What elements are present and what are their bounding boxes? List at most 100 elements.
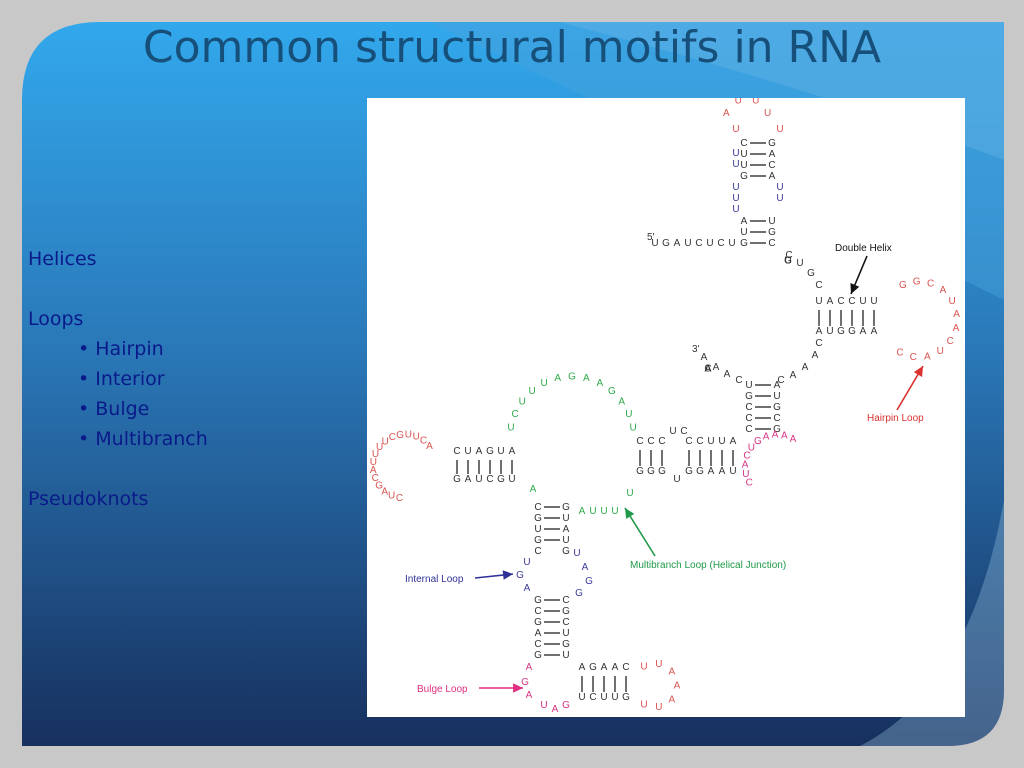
hairpin-loop-nucleotide: G [396, 430, 404, 441]
stem-nucleotide: C [768, 160, 775, 171]
base-pair-layer [456, 142, 875, 692]
stem-nucleotide: C [815, 280, 822, 291]
bullet-dot: • [78, 428, 90, 450]
helix-nucleotide: A [730, 436, 737, 447]
multibranch-loop-nucleotide: U [507, 423, 514, 434]
helix-nucleotide: G [453, 474, 461, 485]
five-prime-label: 5' [647, 232, 655, 243]
multibranch-loop-nucleotide: U [626, 488, 633, 499]
bulge-loop-nucleotide: A [526, 690, 533, 701]
nucleotide: C [735, 375, 742, 386]
internal-loop-nucleotide: U [573, 548, 580, 559]
helix-nucleotide: U [870, 296, 877, 307]
helix-nucleotide: C [745, 402, 752, 413]
helix-nucleotide: A [774, 380, 781, 391]
helix-nucleotide: C [534, 639, 541, 650]
three-prime-tail-nucleotide: A [705, 364, 712, 375]
helix-nucleotide: U [729, 466, 736, 477]
helix-nucleotide: A [816, 326, 823, 337]
stem-nucleotide: A [812, 350, 819, 361]
hairpin-loop-nucleotide: U [776, 124, 783, 135]
multibranch-loop-nucleotide: A [583, 373, 590, 384]
helix-nucleotide: U [826, 326, 833, 337]
helix-nucleotide: A [871, 326, 878, 337]
internal-loop-nucleotide: G [575, 588, 583, 599]
stem-nucleotide: G [807, 268, 815, 279]
bullet-dot: • [78, 368, 90, 390]
hairpin-loop-nucleotide: C [389, 432, 396, 443]
hairpin-loop-nucleotide: U [948, 296, 955, 307]
hairpin-loop-nucleotide: U [764, 108, 771, 119]
stem-nucleotide: U [740, 149, 747, 160]
slide-title: Common structural motifs in RNA [142, 22, 882, 73]
helix-nucleotide: G [837, 326, 845, 337]
helix-nucleotide: G [562, 546, 570, 557]
stem-nucleotide: U [740, 227, 747, 238]
stem-nucleotide: C [768, 238, 775, 249]
stem-nucleotide: A [769, 171, 776, 182]
double-helix-arrow [850, 255, 868, 295]
bullet-interior: • Interior [28, 364, 208, 394]
bulge-loop-nucleotide: U [742, 469, 749, 480]
helix-nucleotide: G [773, 424, 781, 435]
helix-nucleotide: A [612, 662, 619, 673]
bulge-loop-nucleotide: U [540, 700, 547, 711]
bullet-loops: Loops [28, 308, 84, 330]
five-prime-tail-nucleotide: G [662, 238, 670, 249]
helix-nucleotide: G [534, 513, 542, 524]
bullet-helices: Helices [28, 248, 97, 270]
stem-nucleotide: C [784, 256, 791, 267]
bulge-loop-nucleotide: A [742, 460, 749, 471]
multibranch-loop-nucleotide: A [596, 378, 603, 389]
multibranch-loop-nucleotide: C [511, 409, 518, 420]
helix-nucleotide: G [486, 446, 494, 457]
helix-nucleotide: U [534, 524, 541, 535]
hairpin-loop-nucleotide: U [388, 491, 395, 502]
hairpin-loop-nucleotide: U [376, 442, 383, 453]
helix-nucleotide: C [636, 436, 643, 447]
helix-nucleotide: U [562, 513, 569, 524]
helix-nucleotide: U [562, 535, 569, 546]
helix-nucleotide: G [696, 466, 704, 477]
hairpin-loop-nucleotide: G [375, 480, 383, 491]
helix-nucleotide: G [534, 595, 542, 606]
five-prime-tail-nucleotide: C [695, 238, 702, 249]
stem-nucleotide: C [785, 250, 792, 261]
helix-nucleotide: G [562, 502, 570, 513]
helix-nucleotide: G [497, 474, 505, 485]
hairpin-loop-nucleotide: U [732, 124, 739, 135]
helix-nucleotide: G [658, 466, 666, 477]
helix-nucleotide: C [562, 595, 569, 606]
five-prime-tail-nucleotide: A [674, 238, 681, 249]
hairpin-loop-nucleotide: C [396, 493, 403, 504]
helix-nucleotide: U [562, 628, 569, 639]
multibranch-loop-nucleotide: G [608, 386, 616, 397]
bulge-loop-nucleotide: A [790, 434, 797, 445]
hairpin-loop-nucleotide: A [669, 695, 676, 706]
bulge-loop-nucleotide: A [772, 430, 779, 441]
helix-nucleotide: C [773, 413, 780, 424]
internal-loop-nucleotide: G [516, 570, 524, 581]
helix-nucleotide: U [745, 380, 752, 391]
hairpin-loop-nucleotide: A [723, 108, 730, 119]
helix-nucleotide: A [708, 466, 715, 477]
bulge-loop-nucleotide: A [552, 704, 559, 715]
multibranch-loop-nucleotide: A [618, 396, 625, 407]
helix-nucleotide: U [562, 650, 569, 661]
helix-nucleotide: C [589, 692, 596, 703]
internal-loop-nucleotide: U [732, 159, 739, 170]
bulge-loop-nucleotide: G [521, 677, 529, 688]
helix-nucleotide: C [696, 436, 703, 447]
hairpin-loop-nucleotide: C [420, 435, 427, 446]
bullet-hairpin-label: Hairpin [95, 338, 164, 360]
hairpin-loop-nucleotide: A [924, 352, 931, 363]
double-helix-label: Double Helix [835, 243, 892, 254]
bulge-loop-label: Bulge Loop [417, 684, 468, 695]
stem-nucleotide: A [790, 370, 797, 381]
multibranch-loop-nucleotide: A [579, 506, 586, 517]
multibranch-loop-nucleotide: U [629, 423, 636, 434]
nucleotide: A [724, 369, 731, 380]
three-prime-tail-nucleotide: A [705, 364, 712, 375]
stem-nucleotide: U [768, 216, 775, 227]
